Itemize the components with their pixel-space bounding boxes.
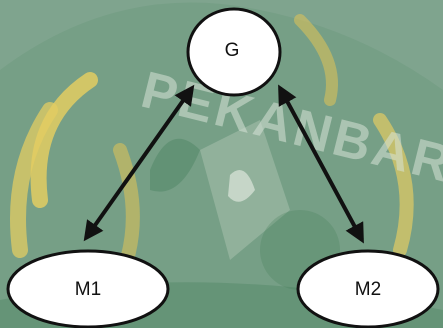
node-m2-label: M2 bbox=[354, 279, 382, 300]
node-m2 bbox=[296, 249, 440, 328]
node-m1-label: M1 bbox=[74, 279, 102, 300]
edge-g-m2 bbox=[278, 84, 364, 244]
edge-g-m1 bbox=[83, 84, 195, 242]
node-g bbox=[186, 7, 282, 97]
node-m1 bbox=[6, 249, 170, 328]
node-g-label: G bbox=[224, 40, 240, 61]
